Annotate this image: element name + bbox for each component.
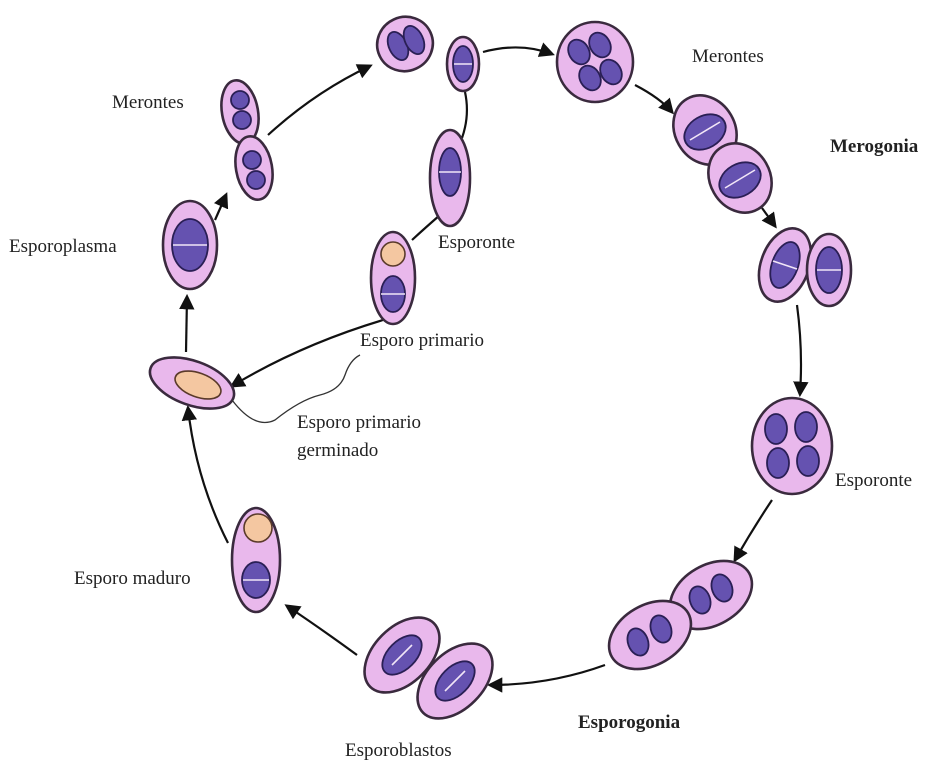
line-top-to-esporonte	[462, 92, 467, 138]
arrow-maduro-to-germinado	[188, 408, 228, 543]
label-esporoplasma: Esporoplasma	[9, 236, 117, 257]
arrow-top-to-quad	[483, 47, 552, 54]
arrow-quad-to-meront	[635, 85, 672, 112]
arrow-esporonte-to-esporogonia	[735, 500, 772, 560]
cell-merontes-left	[217, 77, 278, 202]
arrow-pair-to-esporonte	[797, 305, 801, 394]
cell-esporonte-right	[752, 398, 832, 494]
label-esporoblastos: Esporoblastos	[345, 740, 452, 761]
cell-esporonte-inner	[430, 130, 470, 226]
cell-esporogonia	[597, 547, 764, 683]
arrow-to-esporo-maduro	[287, 606, 357, 655]
cell-esporoplasma	[163, 201, 217, 289]
label-merontes-left: Merontes	[112, 92, 184, 113]
cell-esporo-maduro	[232, 508, 280, 612]
cell-quad-meront	[557, 22, 633, 102]
cell-top-pair	[368, 8, 442, 81]
arrow-to-esporoblastos	[490, 665, 605, 685]
label-merontes-right: Merontes	[692, 46, 764, 67]
label-esporo-germinado-2: germinado	[297, 440, 378, 461]
label-esporonte-inner: Esporonte	[438, 232, 515, 253]
arrow-germinado-to-esporoplasma	[186, 297, 187, 352]
label-esporonte-right: Esporonte	[835, 470, 912, 491]
cell-top-small	[447, 37, 479, 91]
cell-esporoblastos	[350, 603, 506, 732]
arrow-merontes-to-top	[268, 66, 370, 135]
cell-esporo-primario	[371, 232, 415, 324]
label-esporogonia: Esporogonia	[578, 712, 681, 733]
label-esporo-maduro: Esporo maduro	[74, 568, 191, 589]
label-esporo-primario: Esporo primario	[360, 330, 484, 351]
label-esporo-germinado-1: Esporo primario	[297, 412, 421, 433]
line-esporonte-to-primario	[412, 215, 440, 240]
label-merogonia: Merogonia	[830, 136, 919, 157]
cell-pair-right	[749, 221, 851, 309]
arrow-meront-to-pair	[762, 208, 775, 226]
arrow-esporoplasma-to-merontes	[215, 195, 226, 220]
cell-meront-dividing	[661, 84, 784, 224]
